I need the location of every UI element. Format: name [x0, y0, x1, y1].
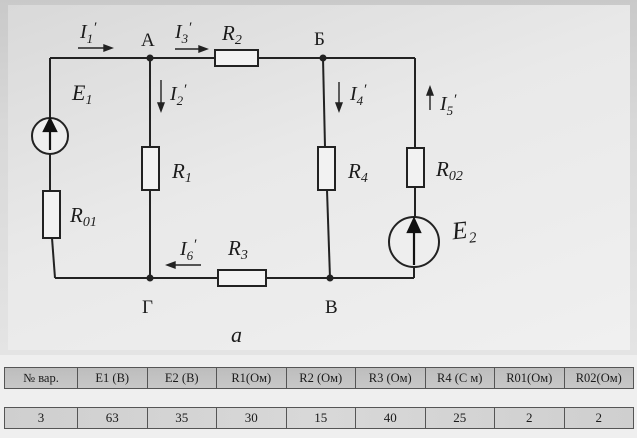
header-cell-e2: E2 (В)	[146, 367, 217, 389]
circuit-diagram: А Б Г В I1′ I3′ I2′ I4′ I5′ I6′ R2 R3 R1…	[31, 20, 478, 347]
current-i6-label: I6′	[179, 237, 197, 263]
variant-table-header: № вар. E1 (В) E2 (В) R1(Ом) R2 (Ом) R3 (…	[4, 367, 634, 389]
e1-arrow	[42, 116, 58, 133]
current-i1-label: I1′	[79, 20, 97, 46]
node-b-label: Б	[314, 29, 325, 50]
header-cell-r1: R1(Ом)	[216, 367, 287, 389]
node-g-dot	[146, 274, 154, 282]
arrow-i6	[165, 260, 176, 270]
wire-left-bottom	[51, 237, 56, 279]
header-cell-r2: R2 (Ом)	[285, 367, 356, 389]
current-i4-label: I4′	[349, 82, 367, 108]
current-i3-label: I3′	[174, 20, 192, 46]
resistor-r3	[217, 269, 267, 287]
figure-caption: a	[231, 322, 242, 347]
arrow-i5	[425, 85, 435, 96]
value-cell-r2: 15	[285, 407, 356, 429]
resistor-r01-label: R01	[69, 203, 97, 230]
current-i2-label: I2′	[169, 82, 187, 108]
node-v-dot	[326, 274, 334, 282]
header-cell-r01: R01(Ом)	[494, 367, 565, 389]
node-a-label: А	[141, 30, 155, 51]
resistor-r1	[141, 146, 160, 191]
variant-table-values: 3 63 35 30 15 40 25 2 2	[4, 407, 634, 429]
header-cell-r02: R02(Ом)	[563, 367, 634, 389]
arrow-i3	[198, 44, 209, 54]
resistor-r4-label: R4	[347, 159, 368, 186]
source-e1-label: E1	[71, 80, 92, 108]
node-g-label: Г	[142, 297, 153, 318]
resistor-r2	[214, 49, 259, 67]
value-cell-r01: 2	[494, 407, 565, 429]
resistor-r01	[42, 190, 61, 239]
source-e2-label: E₂	[450, 216, 478, 245]
wire-bv-top	[322, 57, 326, 148]
value-cell-e2: 35	[146, 407, 217, 429]
table-row: 3 63 35 30 15 40 25 2 2	[4, 407, 634, 429]
header-cell-r4: R4 (С м)	[424, 367, 495, 389]
value-cell-r3: 40	[355, 407, 426, 429]
value-cell-r4: 25	[424, 407, 495, 429]
header-cell-variant: № вар.	[4, 367, 78, 389]
resistor-r3-label: R3	[227, 236, 248, 263]
resistor-r1-label: R1	[171, 159, 192, 186]
value-cell-e1: 63	[77, 407, 148, 429]
node-a-dot	[146, 54, 154, 62]
node-v-label: В	[325, 297, 338, 318]
value-cell-r1: 30	[216, 407, 287, 429]
e2-arrow	[406, 216, 422, 234]
resistor-r02	[406, 147, 425, 188]
node-b-dot	[319, 54, 327, 62]
resistor-r4	[317, 146, 336, 191]
current-i5-label: I5′	[439, 92, 457, 118]
arrow-i2	[156, 102, 166, 113]
value-cell-r02: 2	[563, 407, 634, 429]
arrow-i1	[103, 43, 114, 53]
arrow-i4	[334, 102, 344, 113]
resistor-r2-label: R2	[221, 21, 242, 48]
value-cell-variant: 3	[4, 407, 78, 429]
resistor-r02-label: R02	[435, 157, 463, 184]
header-cell-e1: E1 (В)	[77, 367, 148, 389]
header-cell-r3: R3 (Ом)	[355, 367, 426, 389]
header-row: № вар. E1 (В) E2 (В) R1(Ом) R2 (Ом) R3 (…	[4, 367, 634, 389]
wire-bv-bottom	[326, 189, 331, 279]
